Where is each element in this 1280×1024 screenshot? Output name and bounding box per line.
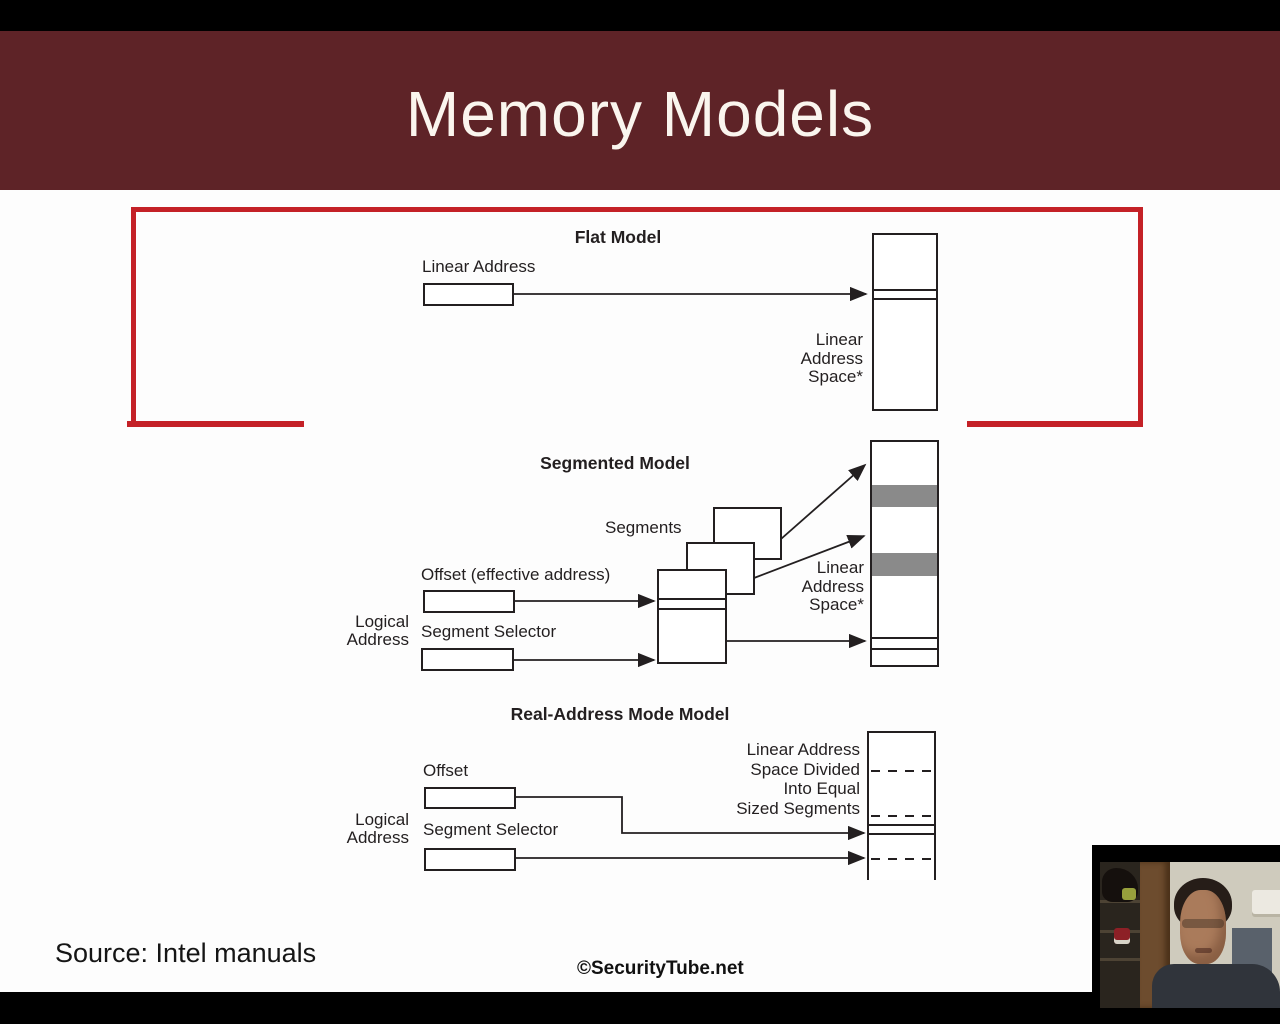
- webcam-video: [1100, 862, 1280, 1008]
- slide-title: Memory Models: [405, 77, 875, 150]
- real-memory-label: Linear Address Space Divided Into Equal …: [736, 740, 860, 819]
- highlight-rectangle: [131, 207, 1143, 427]
- flat-memory-column: [872, 233, 938, 411]
- webcam-ac-unit: [1252, 890, 1280, 914]
- seg-logical-address-label: Logical Address: [346, 612, 409, 649]
- segments-label: Segments: [605, 518, 682, 537]
- presenter-glasses: [1182, 919, 1224, 928]
- flat-memory-label: Linear Address Space*: [800, 330, 863, 386]
- source-credit: Source: Intel manuals: [55, 938, 317, 968]
- webcam-shelf: [1100, 958, 1152, 961]
- real-selector-label: Segment Selector: [423, 820, 559, 839]
- seg-selector-label: Segment Selector: [421, 622, 557, 641]
- webcam-overlay: [1092, 845, 1280, 1008]
- flat-memory-band-line: [874, 289, 936, 291]
- webcam-shelf-object: [1114, 928, 1130, 944]
- flat-linear-address-label: Linear Address: [422, 257, 536, 276]
- segment-box-band-line: [659, 598, 725, 600]
- real-memory-dashed-line: [871, 858, 932, 860]
- real-offset-box: [424, 787, 516, 809]
- real-memory-dashed-line: [871, 815, 932, 817]
- seg-memory-gray-band: [872, 485, 937, 507]
- seg-offset-box: [423, 590, 515, 613]
- webcam-shelf-object: [1122, 888, 1136, 900]
- real-memory-dashed-line: [871, 770, 932, 772]
- seg-memory-column: [870, 440, 939, 667]
- segment-box-band-line: [659, 608, 725, 610]
- highlight-rectangle-bottom-right: [967, 421, 1143, 427]
- presenter-shirt: [1152, 964, 1280, 1008]
- segmented-model-title: Segmented Model: [540, 453, 690, 473]
- real-logical-address-label: Logical Address: [346, 810, 409, 847]
- highlight-rectangle-bottom-left: [127, 421, 304, 427]
- flat-model-title: Flat Model: [574, 227, 662, 247]
- slide-header: Memory Models: [0, 31, 1280, 190]
- flat-linear-address-box: [423, 283, 514, 306]
- seg-memory-band-line: [872, 648, 937, 650]
- segment-box-front: [657, 569, 727, 664]
- flat-memory-band-line: [874, 298, 936, 300]
- watermark: ©SecurityTube.net: [577, 958, 744, 979]
- real-memory-column: [867, 731, 936, 880]
- real-mode-title: Real-Address Mode Model: [510, 704, 730, 724]
- real-offset-label: Offset: [423, 761, 469, 780]
- real-memory-band-line: [869, 824, 934, 826]
- seg-selector-box: [421, 648, 514, 671]
- real-memory-band-line: [869, 833, 934, 835]
- seg-memory-band-line: [872, 637, 937, 639]
- seg-offset-label: Offset (effective address): [421, 565, 611, 584]
- real-selector-box: [424, 848, 516, 871]
- seg-memory-label: Linear Address Space*: [801, 558, 864, 614]
- seg-memory-gray-band: [872, 553, 937, 576]
- presenter-mouth: [1195, 948, 1212, 953]
